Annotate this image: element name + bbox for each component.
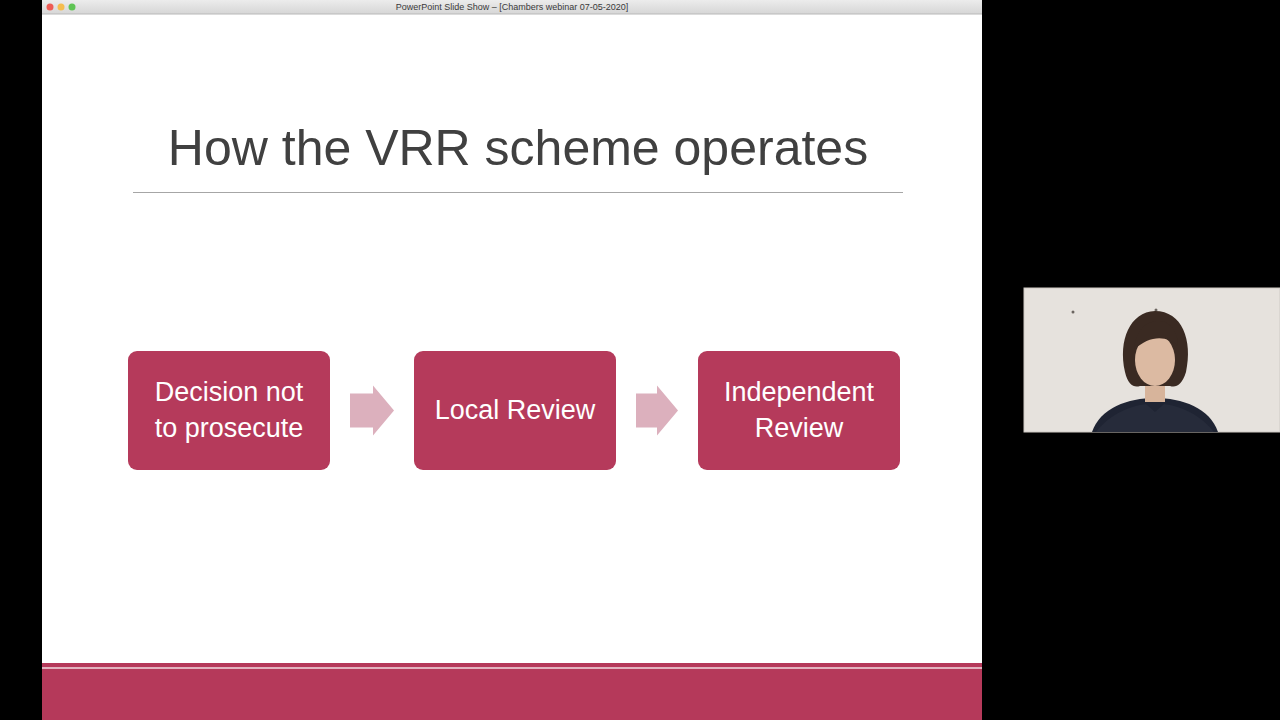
block-arrow [350, 386, 394, 436]
process-box: Local Review [414, 351, 616, 470]
title-underline [133, 192, 903, 193]
close-button [47, 4, 54, 11]
title-bar-edge [42, 14, 982, 15]
process-box: Decision not to prosecute [128, 351, 330, 470]
window-title-bar [42, 0, 982, 14]
footer-band [42, 663, 982, 720]
zoom-button [69, 4, 76, 11]
footer-rule [42, 667, 982, 669]
box-label: Local Review [435, 393, 596, 429]
minimize-button [58, 4, 65, 11]
slide-background [42, 14, 982, 720]
box-label: Decision not to prosecute [140, 375, 318, 446]
webcam-feed [1024, 288, 1280, 432]
process-box: Independent Review [698, 351, 900, 470]
slide-title: How the VRR scheme operates [133, 118, 903, 178]
window-title-text: PowerPoint Slide Show – [Chambers webina… [42, 1, 982, 13]
box-label: Independent Review [710, 375, 888, 446]
block-arrow [636, 386, 678, 436]
